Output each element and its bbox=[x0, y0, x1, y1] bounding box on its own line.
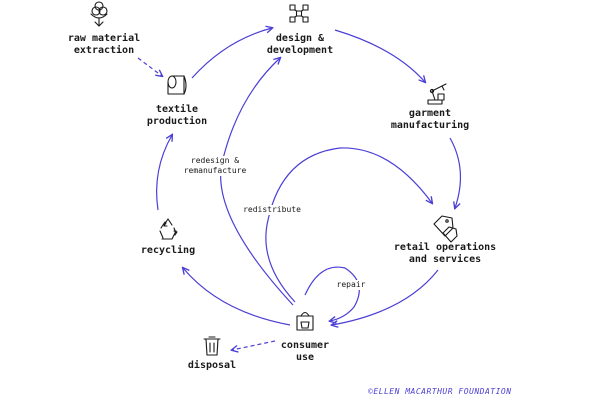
arrow-recycling-to-textile bbox=[156, 135, 172, 211]
node-design-development: design & development bbox=[266, 33, 334, 56]
node-recycling: recycling bbox=[140, 245, 196, 256]
node-retail-operations-services: retail operations and services bbox=[393, 242, 497, 265]
edge-label-redistribute: redistribute bbox=[236, 205, 308, 215]
node-raw-material-extraction: raw material extraction bbox=[67, 33, 141, 56]
price-tags-icon bbox=[433, 215, 458, 243]
arrow-consumer-to-recycling bbox=[183, 268, 291, 326]
arrow-retail-to-consumer bbox=[332, 269, 439, 325]
arrow-consumer-to-disposal bbox=[232, 340, 276, 350]
robot-arm-icon bbox=[427, 83, 447, 105]
cotton-plant-icon bbox=[90, 1, 108, 27]
arrow-repair-loop bbox=[304, 266, 360, 321]
trash-bin-icon bbox=[203, 336, 221, 356]
edge-label-repair: repair bbox=[333, 280, 369, 290]
node-garment-manufacturing: garment manufacturing bbox=[390, 108, 470, 131]
arrow-redistribute-loop bbox=[265, 147, 432, 303]
credit-text: ©ELLEN MACARTHUR FOUNDATION bbox=[368, 387, 512, 396]
arrow-design-to-garment bbox=[334, 29, 425, 82]
arrow-textile-to-design bbox=[191, 28, 272, 79]
fabric-roll-icon bbox=[167, 75, 187, 95]
arrow-raw-to-textile bbox=[137, 57, 162, 76]
network-nodes-icon bbox=[289, 4, 309, 23]
node-consumer-use: consumer use bbox=[280, 340, 330, 363]
arrow-garment-to-retail bbox=[449, 137, 462, 208]
shopping-bag-icon bbox=[296, 311, 314, 331]
edge-label-redesign-remanufacture: redesign & remanufacture bbox=[178, 156, 252, 176]
node-disposal: disposal bbox=[187, 360, 237, 371]
recycle-icon bbox=[159, 218, 178, 240]
arrow-redesign-loop bbox=[220, 58, 294, 306]
node-textile-production: textile production bbox=[146, 104, 208, 127]
